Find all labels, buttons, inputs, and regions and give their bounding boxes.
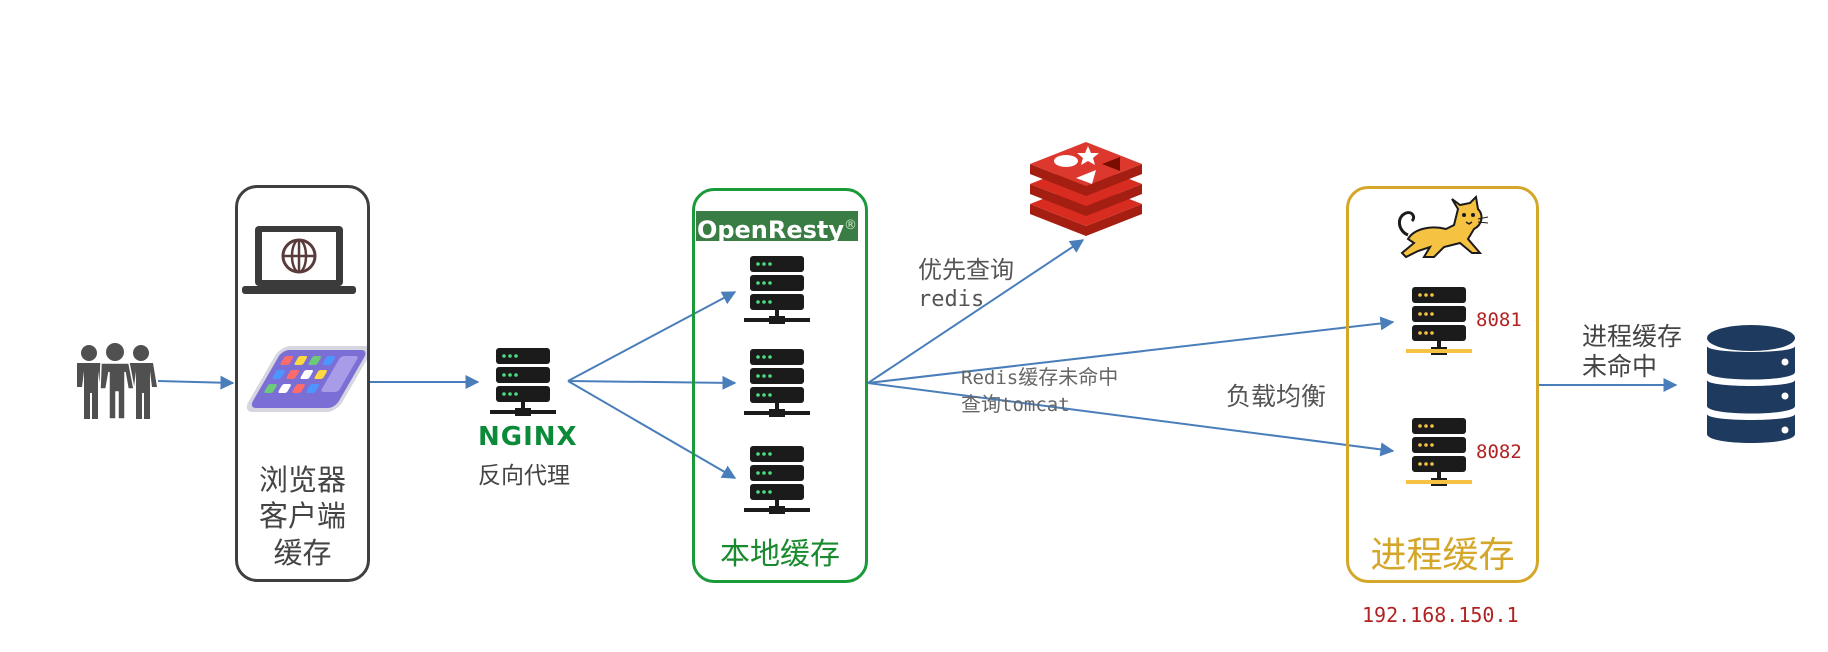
server-icon (490, 348, 556, 416)
server-icon (744, 349, 810, 417)
reverse-proxy-label: 反向代理 (478, 463, 570, 489)
arrow-nginx-to-server2 (567, 375, 737, 390)
port-8082-label: 8082 (1476, 441, 1522, 463)
server-icon (744, 446, 810, 514)
arrow-openresty-to-tomcat2 (867, 382, 1395, 457)
port-8081-label: 8081 (1476, 309, 1522, 331)
arrow-users-to-browser (157, 375, 235, 390)
redis-icon (1030, 142, 1142, 236)
redis-first-label: 优先查询 redis (918, 256, 1014, 312)
arrow-openresty-to-redis (867, 239, 1085, 384)
arrow-nginx-to-server3 (567, 380, 737, 479)
arrow-openresty-to-tomcat1 (867, 316, 1395, 384)
process-miss-label: 进程缓存 未命中 (1582, 322, 1683, 381)
arrow-nginx-to-server1 (567, 291, 737, 382)
nginx-logo: NGINX (478, 422, 578, 452)
server-icon (744, 256, 810, 324)
redis-miss-label: Redis缓存未命中 查询tomcat (961, 365, 1119, 416)
laptop-globe-icon (242, 226, 356, 294)
users-icon (77, 343, 157, 419)
openresty-box (692, 188, 868, 583)
browser-client-box (235, 185, 370, 582)
smartphone-icon (246, 346, 367, 412)
browser-cache-caption: 浏览器 客户端 缓存 (258, 463, 346, 570)
openresty-logo: OpenResty® (696, 211, 858, 244)
local-cache-caption: 本地缓存 (720, 537, 840, 572)
load-balance-label: 负载均衡 (1226, 382, 1327, 411)
server-icon (1406, 418, 1472, 486)
process-cache-caption: 进程缓存 (1370, 535, 1515, 576)
ip-address-label: 192.168.150.1 (1362, 603, 1519, 627)
tomcat-cat-icon (1398, 195, 1489, 259)
database-icon (1707, 325, 1795, 443)
tomcat-box (1346, 186, 1539, 583)
server-icon (1406, 287, 1472, 355)
